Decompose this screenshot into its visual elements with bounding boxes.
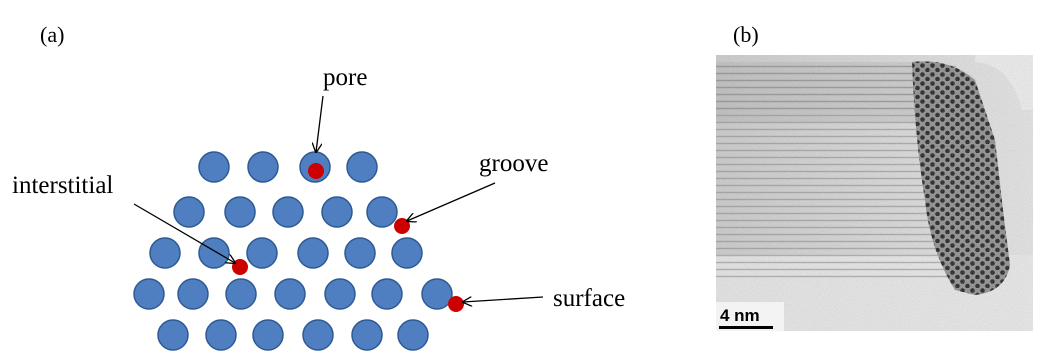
atom (297, 237, 329, 269)
pore-label: pore (323, 64, 367, 91)
atom (247, 151, 279, 183)
atom (274, 278, 306, 310)
atom (344, 237, 376, 269)
pore-site (308, 163, 324, 179)
atom (157, 319, 189, 351)
panel-b-tag: (b) (733, 22, 759, 47)
tem-micrograph-image: 4 nm (716, 55, 1033, 331)
panel-a-tag: (a) (40, 22, 64, 47)
atom (421, 278, 453, 310)
atom (246, 237, 278, 269)
atom (371, 278, 403, 310)
atom (391, 237, 423, 269)
atom (366, 196, 398, 228)
atom (225, 278, 257, 310)
atom (224, 196, 256, 228)
atom-lattice (133, 151, 453, 351)
surface-arrow (463, 296, 544, 302)
atom (302, 319, 334, 351)
groove-label: groove (479, 150, 548, 177)
atom (272, 196, 304, 228)
atom (324, 278, 356, 310)
atom (198, 237, 230, 269)
atom (252, 319, 284, 351)
atom (133, 278, 165, 310)
interstitial-label: interstitial (12, 172, 113, 199)
atom (351, 319, 383, 351)
scale-bar-label: 4 nm (720, 306, 760, 325)
atom (205, 319, 237, 351)
atom (321, 196, 353, 228)
atom (149, 237, 181, 269)
surface-label: surface (553, 285, 625, 312)
groove-arrow (407, 182, 496, 221)
atom (198, 151, 230, 183)
interstitial-site (232, 259, 248, 275)
atom (346, 151, 378, 183)
pore-arrow (316, 95, 324, 152)
surface-site (448, 296, 464, 312)
atom (173, 196, 205, 228)
atom (177, 278, 209, 310)
atom (397, 319, 429, 351)
scale-bar (719, 326, 773, 329)
interstitial-arrow (133, 203, 235, 263)
